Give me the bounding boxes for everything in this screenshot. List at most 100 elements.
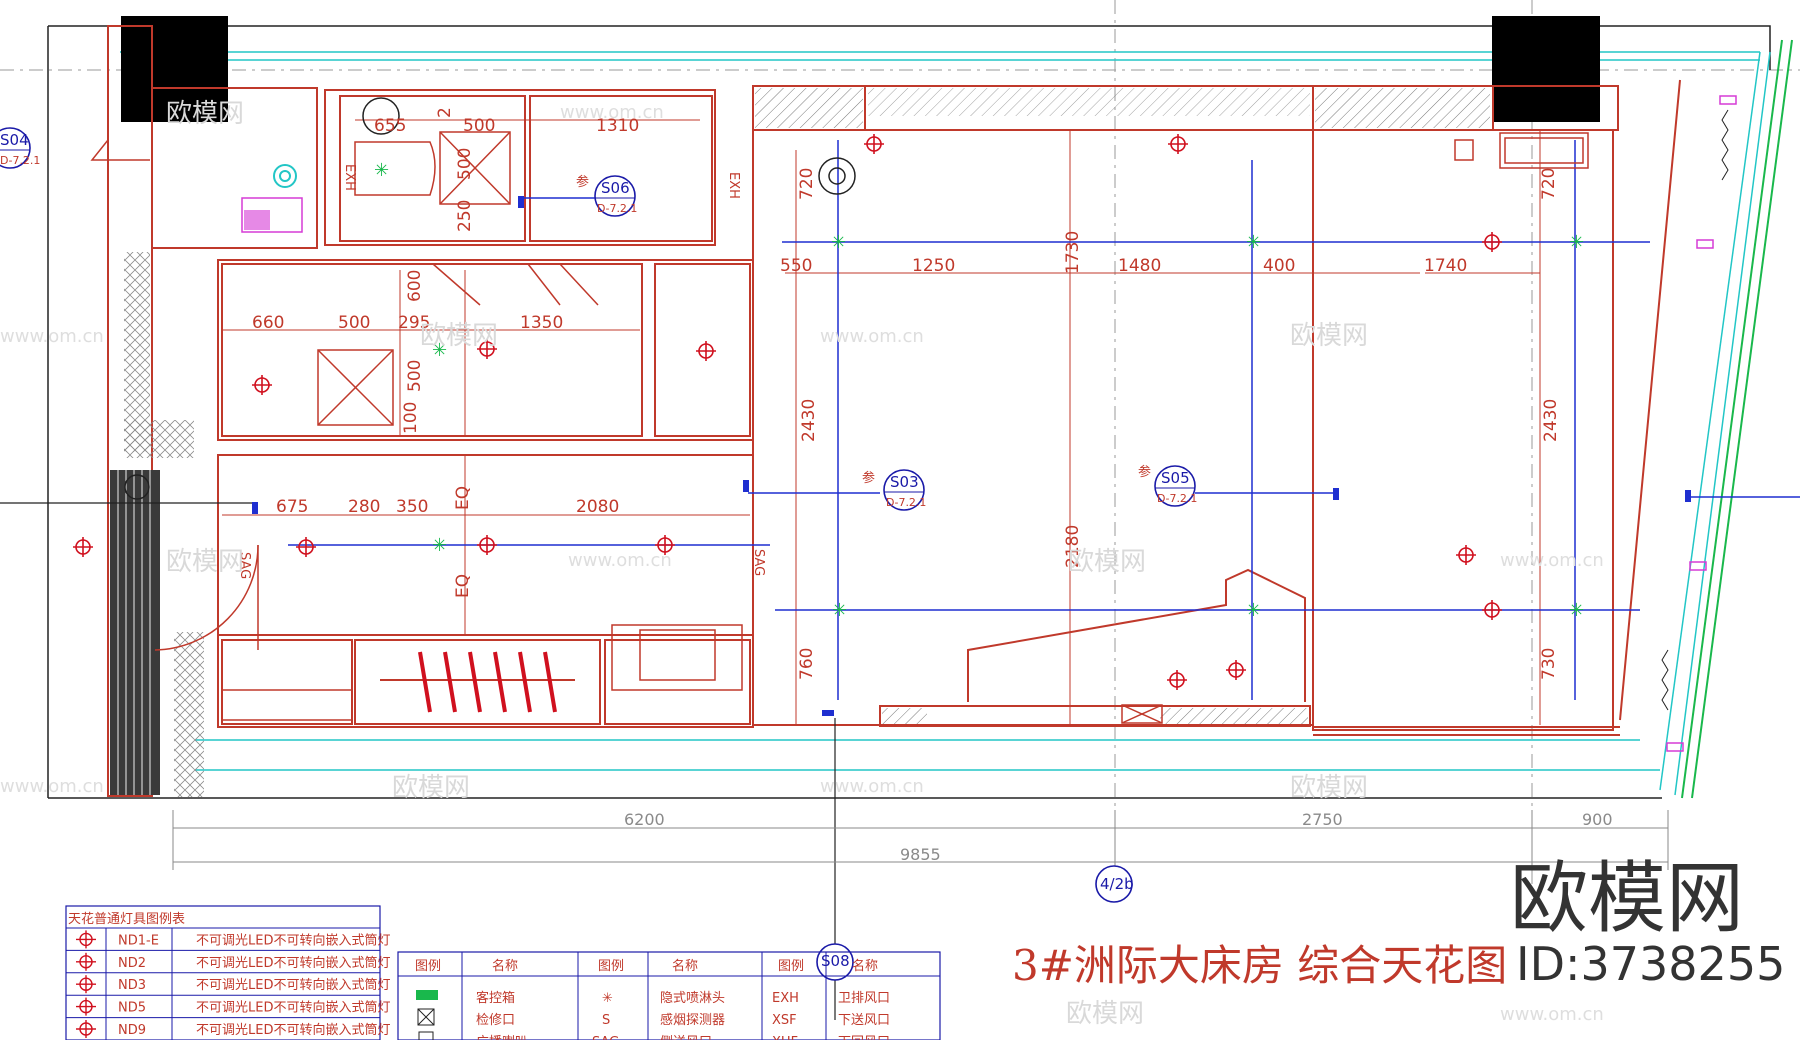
sprinkler-icon: ✳ xyxy=(432,535,447,556)
svg-text:www.om.cn: www.om.cn xyxy=(820,326,924,347)
dim-2180: 2180 xyxy=(1063,525,1083,568)
walls xyxy=(107,25,1681,797)
dim-350: 350 xyxy=(396,497,428,517)
callout-s08-mark: S08 xyxy=(821,952,850,970)
dim-295: 295 xyxy=(398,313,430,333)
legend-left-desc: 不可调光LED不可转向嵌入式筒灯 xyxy=(196,955,390,971)
cyan-symbol xyxy=(273,164,297,188)
legend-left-code: ND2 xyxy=(118,956,146,971)
downlight-icon xyxy=(1167,670,1187,690)
dim-250: 250 xyxy=(455,200,475,232)
callout-s06-sheet: D-7.2.1 xyxy=(597,202,637,215)
legend-right-symbol: EXH xyxy=(772,991,799,1006)
legend-left-code: ND5 xyxy=(118,1001,146,1016)
dim-720a: 720 xyxy=(797,168,817,200)
legend-right-name: 检修口 xyxy=(476,1013,515,1028)
legend-right-symbol: XHF xyxy=(772,1035,798,1040)
downlight-icon xyxy=(296,537,316,557)
dim-900: 900 xyxy=(1582,810,1613,829)
dim-100: 100 xyxy=(401,402,421,434)
callout-dividers xyxy=(0,149,1195,493)
legend-right-symbol: XSF xyxy=(772,1013,797,1028)
brand-logo-text: 欧模网 xyxy=(1510,854,1744,944)
dim-500c: 500 xyxy=(338,313,370,333)
svg-text:www.om.cn: www.om.cn xyxy=(1500,1004,1604,1025)
svg-text:欧模网: 欧模网 xyxy=(166,99,244,129)
sprinkler-icon: ✳ xyxy=(1569,600,1584,621)
dim-2430b: 2430 xyxy=(1541,399,1561,442)
dim-eq-a: EQ xyxy=(453,486,473,510)
svg-text:www.om.cn: www.om.cn xyxy=(568,550,672,571)
legend-right-name: 卫排风口 xyxy=(838,991,890,1006)
legend-downlight-icon xyxy=(76,930,96,949)
sprinkler-icon: ✳ xyxy=(1569,232,1584,253)
legend-downlight-icon xyxy=(76,1020,96,1038)
downlight-icon xyxy=(864,134,884,154)
dim-550: 550 xyxy=(780,256,812,276)
sprinkler-icon: ✳ xyxy=(1246,232,1261,253)
legend-right-name: 隐式喷淋头 xyxy=(660,991,725,1006)
downlight-icon xyxy=(73,537,93,557)
dim-500b: 500 xyxy=(455,148,475,180)
downlight-icon xyxy=(477,535,497,555)
dim-720b: 720 xyxy=(1539,168,1559,200)
dim-675: 675 xyxy=(276,497,308,517)
legend-right-header: 图例 xyxy=(415,959,441,974)
dim-500d: 500 xyxy=(405,360,425,392)
downlight-icon xyxy=(655,535,675,555)
svg-text:欧模网: 欧模网 xyxy=(1290,321,1368,351)
svg-text:www.om.cn: www.om.cn xyxy=(0,326,104,347)
callout-s03-sheet: D-7.2.1 xyxy=(886,496,926,509)
duct-markers xyxy=(252,196,1691,716)
dim-2: 2 xyxy=(435,107,455,118)
legend-left-title: 天花普通灯具图例表 xyxy=(68,911,185,927)
legend-right-name: 广播喇叭 xyxy=(476,1035,528,1040)
downlight-icon xyxy=(1456,545,1476,565)
svg-text:欧模网: 欧模网 xyxy=(166,547,244,577)
downlight-icon xyxy=(477,339,497,359)
dim-1730: 1730 xyxy=(1063,231,1083,274)
overall-dim-lines xyxy=(172,810,1669,870)
sprinkler-icon: ✳ xyxy=(832,600,847,621)
svg-text:欧模网: 欧模网 xyxy=(1290,773,1368,803)
svg-text:www.om.cn: www.om.cn xyxy=(820,776,924,797)
dim-2750: 2750 xyxy=(1302,810,1343,829)
dim-500a: 500 xyxy=(463,116,495,136)
callout-s06-prefix: 参 xyxy=(576,174,589,190)
dim-1350: 1350 xyxy=(520,313,563,333)
label-sag-b: SAG xyxy=(751,549,766,576)
drawing-title: 3#洲际大床房 综合天花图 xyxy=(1012,941,1507,990)
legend-right-name: 客控箱 xyxy=(476,990,515,1006)
facade-line xyxy=(1681,39,1793,799)
downlight-icon xyxy=(1168,134,1188,154)
legend-left-code: ND1-E xyxy=(118,933,159,948)
dim-2430a: 2430 xyxy=(799,399,819,442)
legend-right-header: 图例 xyxy=(778,959,804,974)
svg-text:欧模网: 欧模网 xyxy=(420,321,498,351)
dim-400: 400 xyxy=(1263,256,1295,276)
legend-right-header: 名称 xyxy=(672,958,698,974)
callout-s06-mark: S06 xyxy=(601,179,630,197)
downlight-icon xyxy=(1226,660,1246,680)
svg-text:www.om.cn: www.om.cn xyxy=(1500,550,1604,571)
downlight-icon xyxy=(1482,600,1502,620)
sprinklers: ✳✳✳✳✳✳✳✳✳ xyxy=(374,160,1584,621)
downlight-icon xyxy=(696,341,716,361)
legend-right-symbol: ✳ xyxy=(602,991,613,1006)
callout-s05-prefix: 参 xyxy=(1138,464,1151,480)
dim-eq-b: EQ xyxy=(453,574,473,598)
dim-760: 760 xyxy=(797,648,817,680)
svg-text:www.om.cn: www.om.cn xyxy=(0,776,104,797)
room-control-box-icon xyxy=(416,990,438,1000)
dim-1480: 1480 xyxy=(1118,256,1161,276)
legend-right-symbol: SAG xyxy=(592,1035,619,1040)
sprinkler-icon: ✳ xyxy=(374,160,389,181)
wardrobe-hangers xyxy=(418,651,557,713)
sprinkler-icon: ✳ xyxy=(432,340,447,361)
callout-s05-sheet: D-7.2.1 xyxy=(1157,492,1197,505)
dim-text-corridor: 675 280 350 2080 EQ EQ xyxy=(276,486,619,598)
